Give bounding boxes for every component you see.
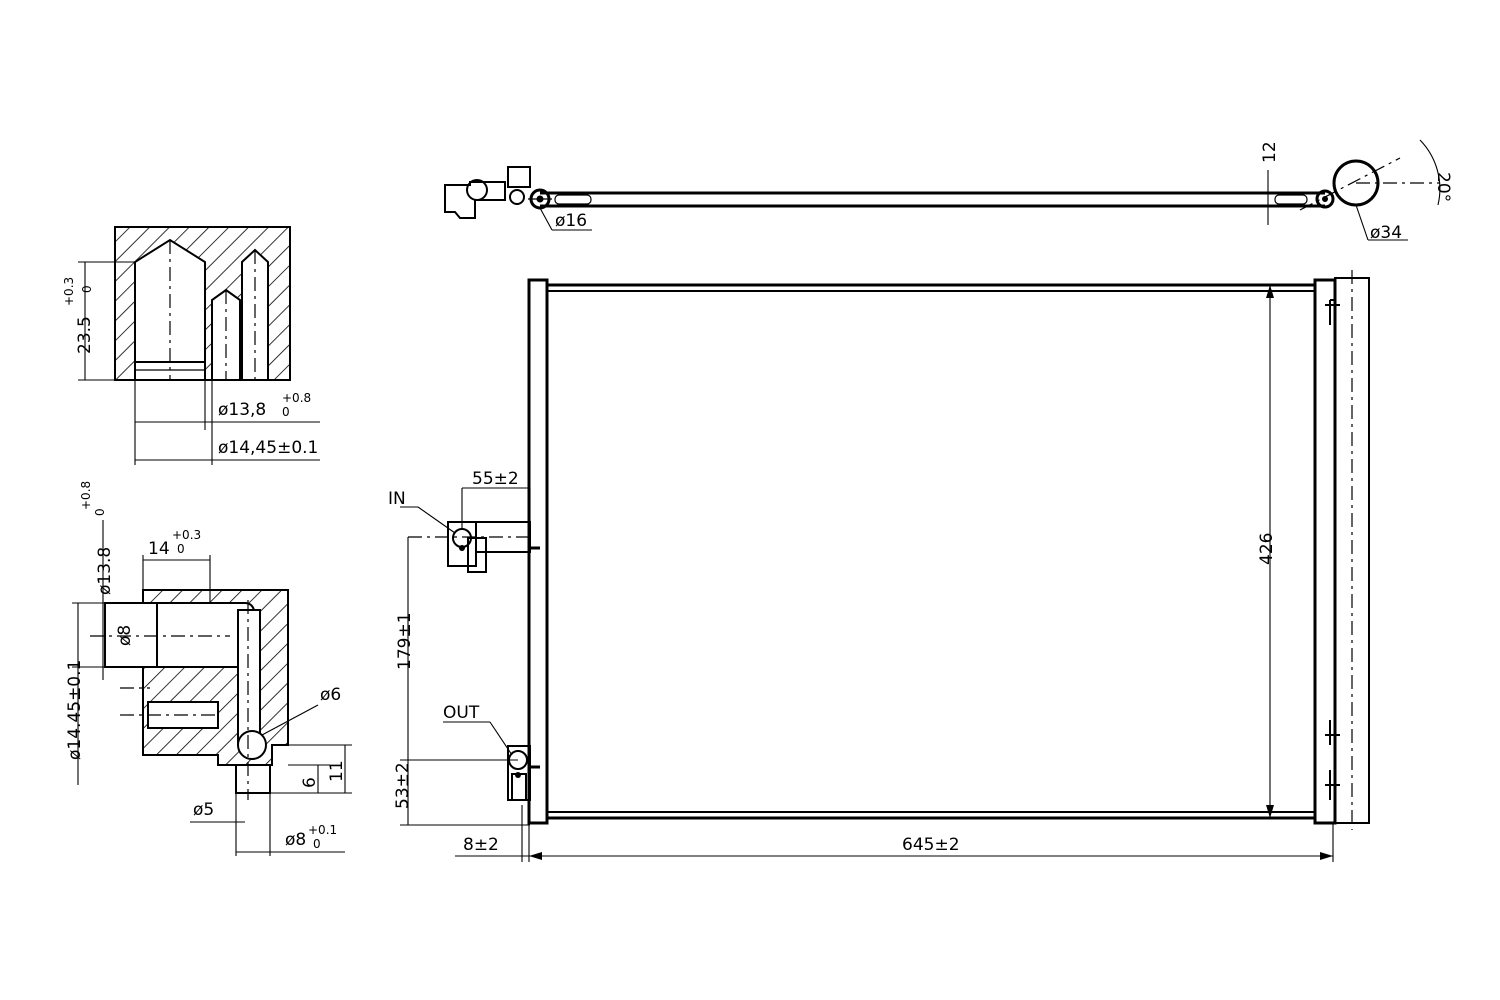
fitting-b-channel — [237, 609, 261, 746]
label-fitting-b-outlet-upper: +0.1 — [308, 823, 337, 837]
label-inlet-offset: 55±2 — [472, 469, 519, 489]
label-fitting-a-depth: 23.5 — [75, 316, 95, 354]
top-view: ø16 20° 12 ø34 — [444, 139, 1453, 243]
detail-fitting-a: 23.5 +0.3 0 ø13,8 +0.8 0 ø14,45±0.1 — [62, 226, 320, 465]
fitting-b-sleeve — [104, 602, 158, 668]
label-fitting-b-depth-lower: 0 — [177, 542, 185, 556]
left-bracket-tab — [507, 166, 531, 188]
in-fitting-stub — [467, 537, 487, 573]
label-fitting-b-inner: ø8 — [115, 625, 135, 646]
angle-centerline — [1299, 157, 1401, 211]
label-core-height: 426 — [1257, 533, 1277, 565]
label-fitting-b-bore: ø13.8 — [95, 547, 115, 595]
label-fitting-a-inner-lower: 0 — [282, 405, 290, 419]
leader-d34 — [1355, 204, 1369, 241]
label-fitting-b-small-hole: ø5 — [193, 800, 214, 820]
label-fitting-b-dim-11: 11 — [327, 760, 347, 782]
receiver-clip-mid — [1325, 720, 1340, 745]
detail-fitting-b: 14 +0.3 0 ø13.8 +0.8 0 ø8 ø14.45±0.1 ø6 … — [65, 481, 352, 856]
label-angle: 20° — [1433, 172, 1453, 202]
left-pin — [509, 189, 525, 205]
left-tank — [527, 278, 549, 825]
label-bracket-thickness: 12 — [1260, 141, 1280, 163]
label-fitting-b-bore-lower: 0 — [93, 508, 107, 516]
label-out-port: OUT — [443, 703, 480, 723]
fitting-a-thread — [134, 361, 206, 381]
right-tank — [1313, 278, 1337, 825]
label-mount-diameter-small: ø16 — [555, 211, 587, 231]
front-view: 426 IN 55±2 OUT 179±1 53±2 — [388, 270, 1370, 862]
label-fitting-b-depth-upper: +0.3 — [172, 528, 201, 542]
label-fitting-b-depth: 14 — [148, 539, 170, 559]
fitting-b-outlet — [235, 764, 271, 794]
label-core-width: 645±2 — [902, 835, 960, 855]
dim-645-arrow-left — [529, 852, 542, 860]
label-fitting-a-inner: ø13,8 — [218, 400, 266, 420]
leader-d6 — [261, 704, 319, 736]
label-fitting-b-dim-6: 6 — [300, 777, 320, 788]
label-mount-diameter-large: ø34 — [1370, 223, 1402, 243]
in-label-leader — [417, 506, 456, 534]
mount-right-ring — [1315, 189, 1335, 209]
dim-426-arrow-bottom — [1266, 805, 1274, 818]
fitting-a-small-bore — [211, 288, 241, 381]
label-outlet-height: 53±2 — [393, 762, 413, 809]
label-left-offset: 8±2 — [463, 835, 499, 855]
mount-right-center — [1322, 196, 1328, 202]
label-in-port: IN — [388, 489, 406, 509]
out-label-leader — [489, 721, 513, 756]
label-fitting-b-outlet-lower: 0 — [313, 837, 321, 851]
label-fitting-a-depth-lower: 0 — [80, 285, 94, 293]
label-fitting-a-inner-upper: +0.8 — [282, 391, 311, 405]
label-fitting-a-outer: ø14,45±0.1 — [218, 438, 318, 458]
label-fitting-b-outlet: ø8 — [285, 830, 306, 850]
receiver-clip-bottom — [1325, 770, 1340, 800]
dim-426-arrow-top — [1266, 285, 1274, 298]
label-fitting-a-depth-upper: +0.3 — [62, 277, 76, 306]
label-port-spacing: 179±1 — [395, 612, 415, 670]
in-port-center — [459, 545, 465, 551]
dim-645-arrow-right — [1320, 852, 1333, 860]
receiver-clip-top — [1325, 300, 1340, 325]
leader-d16 — [539, 207, 553, 231]
left-bracket-hole — [466, 179, 488, 201]
slot-right — [1274, 194, 1308, 205]
fitting-b-side-hole — [237, 730, 267, 760]
slot-left — [554, 194, 592, 205]
out-fitting-stub — [511, 773, 527, 801]
angle-arc — [1419, 139, 1441, 206]
label-fitting-b-outer: ø14.45±0.1 — [65, 660, 85, 760]
label-fitting-b-bore-upper: +0.8 — [79, 481, 93, 510]
label-fitting-b-side-hole: ø6 — [320, 685, 341, 705]
